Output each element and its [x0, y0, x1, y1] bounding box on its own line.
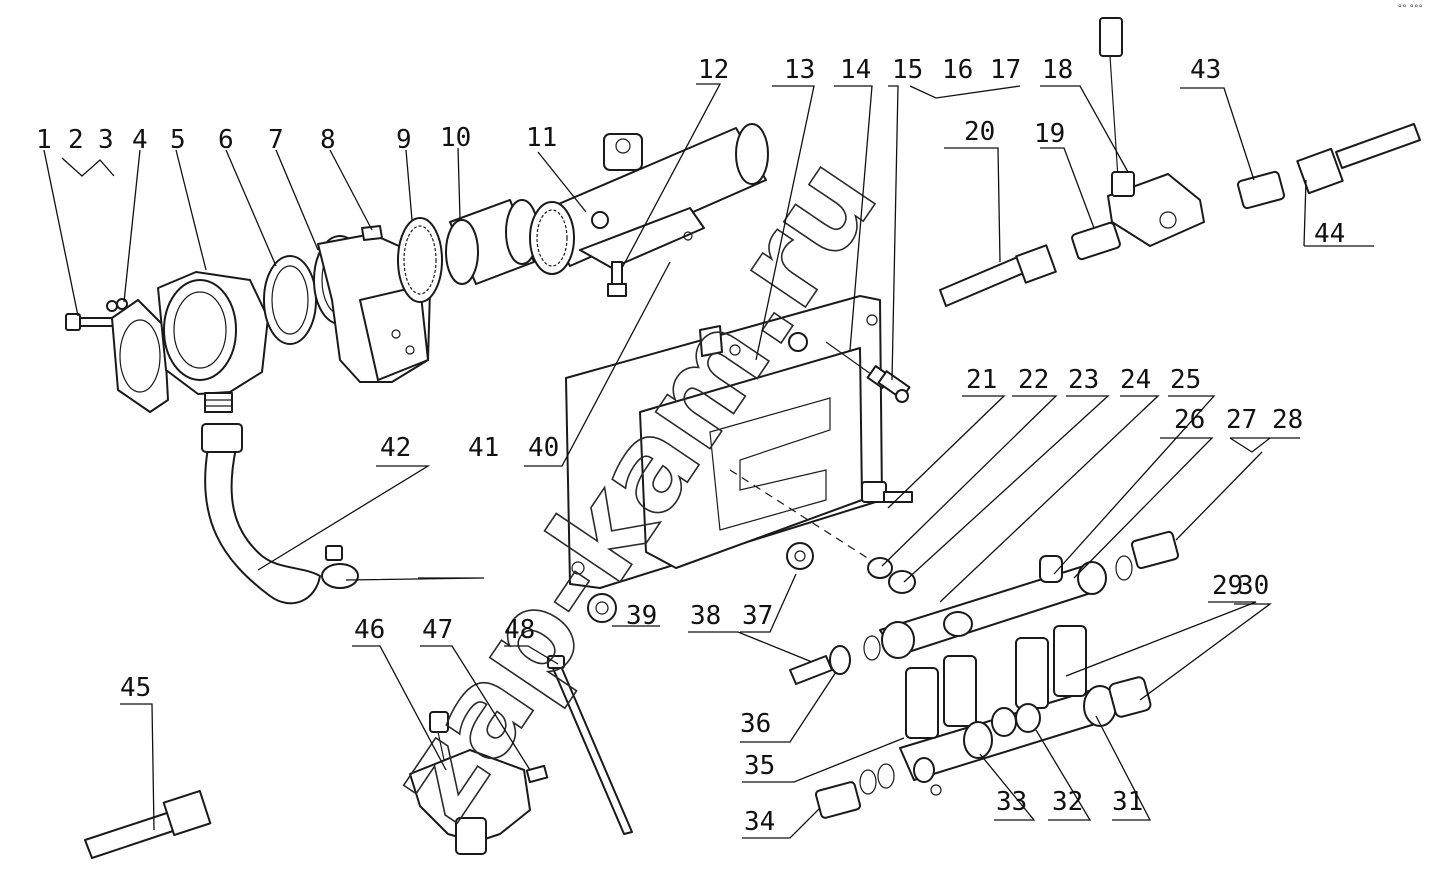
label-48: 48	[504, 615, 535, 645]
label-40: 40	[528, 433, 559, 463]
bushing-22	[867, 557, 893, 579]
housing-5	[157, 271, 269, 413]
gasket-4	[111, 299, 169, 413]
label-7: 7	[268, 125, 284, 155]
label-21: 21	[966, 365, 997, 395]
hose-42	[201, 423, 321, 605]
label-30: 30	[1238, 571, 1269, 601]
solenoid-valves	[905, 625, 1087, 759]
label-41: 41	[468, 433, 499, 463]
fitting-30	[1108, 676, 1152, 718]
pipe-20	[939, 244, 1057, 307]
label-5: 5	[170, 125, 186, 155]
label-32: 32	[1052, 787, 1083, 817]
label-8: 8	[320, 125, 336, 155]
alignment-line	[729, 469, 881, 567]
label-31: 31	[1112, 787, 1143, 817]
label-28: 28	[1272, 405, 1303, 435]
label-19: 19	[1034, 119, 1065, 149]
label-25: 25	[1170, 365, 1201, 395]
label-35: 35	[744, 751, 775, 781]
label-2: 2	[68, 125, 84, 155]
parts-drawing	[65, 17, 1421, 859]
clamp-9	[397, 217, 443, 303]
label-15: 15	[892, 55, 923, 85]
label-39: 39	[626, 601, 657, 631]
exhaust-pipe-11	[529, 123, 769, 275]
label-44: 44	[1314, 219, 1345, 249]
label-4: 4	[132, 125, 148, 155]
nut-39	[587, 593, 617, 623]
label-27: 27	[1226, 405, 1257, 435]
label-1: 1	[36, 125, 52, 155]
label-42: 42	[380, 433, 411, 463]
label-22: 22	[1018, 365, 1049, 395]
label-29: 29	[1212, 571, 1243, 601]
fitting-27-28	[1115, 530, 1180, 581]
label-9: 9	[396, 125, 412, 155]
label-37: 37	[742, 601, 773, 631]
gasket-6	[263, 255, 317, 345]
label-43: 43	[1190, 55, 1221, 85]
bolt-21	[861, 481, 913, 503]
corner-mark: °° °°°	[1397, 4, 1423, 14]
label-36: 36	[740, 709, 771, 739]
label-24: 24	[1120, 365, 1151, 395]
fitting-19	[1071, 221, 1121, 261]
bushing-23	[888, 570, 916, 594]
bracket-13	[565, 295, 883, 589]
label-12: 12	[698, 55, 729, 85]
label-34: 34	[744, 807, 775, 837]
label-14: 14	[840, 55, 871, 85]
part-labels: 1 2 3 4 5 6 7 8 9 10 11 12 13 14 15 16 1…	[36, 55, 1345, 837]
tube-48	[547, 655, 633, 835]
bolt-15-17	[877, 370, 911, 403]
sensor-36-38	[789, 621, 915, 685]
label-6: 6	[218, 125, 234, 155]
label-17: 17	[990, 55, 1021, 85]
label-3: 3	[98, 125, 114, 155]
label-38: 38	[690, 601, 721, 631]
regulator-46	[409, 711, 549, 855]
pipe-45	[84, 789, 212, 859]
clamp-41	[321, 545, 359, 589]
valve-18	[1099, 17, 1205, 247]
label-18: 18	[1042, 55, 1073, 85]
label-46: 46	[354, 615, 385, 645]
label-10: 10	[440, 123, 471, 153]
label-33: 33	[996, 787, 1027, 817]
pipe-44	[1296, 123, 1421, 195]
label-45: 45	[120, 673, 151, 703]
fitting-43	[1236, 170, 1286, 210]
label-20: 20	[964, 117, 995, 147]
fitting-34	[814, 763, 895, 819]
label-11: 11	[526, 123, 557, 153]
label-13: 13	[784, 55, 815, 85]
nut-37	[786, 542, 814, 570]
label-47: 47	[422, 615, 453, 645]
sleeve-10	[445, 199, 539, 285]
label-26: 26	[1174, 405, 1205, 435]
bolt-12	[607, 261, 627, 297]
label-23: 23	[1068, 365, 1099, 395]
label-16: 16	[942, 55, 973, 85]
leader-lines	[43, 83, 1374, 839]
